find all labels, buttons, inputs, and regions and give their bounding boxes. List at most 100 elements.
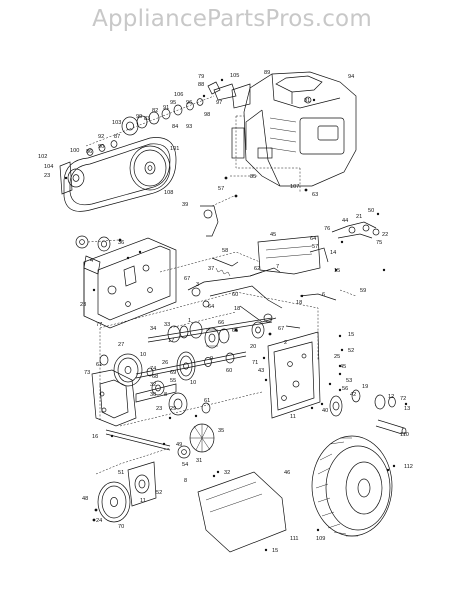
label-107: 107: [290, 184, 299, 190]
label-91: 91: [163, 105, 169, 111]
label-14: 14: [330, 250, 336, 256]
control-lever-group[interactable]: [331, 212, 380, 244]
label-74: 74: [150, 366, 156, 372]
label-95: 95: [170, 100, 176, 106]
label-45-upper: 45: [270, 232, 276, 238]
label-108: 108: [164, 190, 173, 196]
label-37: 37: [208, 266, 214, 272]
label-43: 43: [258, 368, 264, 374]
shift-lever-assembly[interactable]: [187, 257, 357, 329]
wheel-shaft-bracket-left[interactable]: [75, 235, 122, 275]
label-52-b: 52: [156, 490, 162, 496]
label-60-upper: 60: [232, 292, 238, 298]
label-12: 12: [388, 394, 394, 400]
label-6: 6: [322, 292, 325, 298]
label-53: 53: [346, 378, 352, 384]
label-98: 98: [204, 112, 210, 118]
label-111: 111: [290, 536, 299, 542]
engine-assembly[interactable]: [213, 71, 357, 192]
label-49: 49: [176, 442, 182, 448]
label-15-upper: 15: [334, 268, 340, 274]
label-103: 103: [112, 120, 121, 126]
label-31: 31: [196, 458, 202, 464]
label-55: 55: [170, 378, 176, 384]
label-56: 56: [342, 386, 348, 392]
label-75: 75: [376, 240, 382, 246]
label-40: 40: [322, 408, 328, 414]
label-34: 34: [150, 326, 156, 332]
right-frame-plate[interactable]: [262, 331, 321, 419]
label-39: 39: [182, 202, 188, 208]
label-72: 72: [400, 396, 406, 402]
drive-gear-and-wheel[interactable]: [99, 353, 211, 416]
label-86: 86: [86, 149, 92, 155]
label-45-mid: 45: [340, 364, 346, 370]
idler-bracket-39[interactable]: [200, 194, 238, 237]
label-97: 97: [216, 100, 222, 106]
label-73: 73: [84, 370, 90, 376]
label-30: 30: [150, 392, 156, 398]
hex-shaft-friction-disc[interactable]: [135, 351, 247, 381]
label-66: 66: [218, 320, 224, 326]
label-67-lower: 67: [278, 326, 284, 332]
label-61-b: 61: [204, 398, 210, 404]
label-25: 25: [334, 354, 340, 360]
left-frame-plate[interactable]: [83, 237, 177, 329]
wheel-axle-hub[interactable]: [320, 389, 408, 435]
label-64-upper: 64: [310, 236, 316, 242]
label-99: 99: [136, 114, 142, 120]
label-104: 104: [44, 164, 53, 170]
label-2: 2: [284, 340, 287, 346]
drive-pulley-belt-assembly[interactable]: [59, 78, 224, 212]
label-58: 58: [222, 248, 228, 254]
label-88: 88: [198, 82, 204, 88]
pulley-70-assembly[interactable]: [92, 447, 171, 523]
label-13: 13: [404, 406, 410, 412]
label-44: 44: [342, 218, 348, 224]
tire-wheel-109[interactable]: [311, 435, 396, 537]
label-90: 90: [98, 144, 104, 150]
label-50: 50: [368, 208, 374, 214]
label-85: 85: [250, 174, 256, 180]
fastener-bolts: [92, 268, 386, 478]
label-23-top: 23: [44, 173, 50, 179]
label-4: 4: [90, 258, 93, 264]
label-109: 109: [316, 536, 325, 542]
label-10-a: 10: [140, 352, 146, 358]
impeller-shaft-16[interactable]: [105, 429, 171, 451]
label-11-lower: 11: [140, 498, 146, 504]
label-8-upper: 8: [164, 392, 167, 398]
chute-bracket-45[interactable]: [257, 235, 338, 275]
label-70: 70: [118, 524, 124, 530]
label-62: 62: [254, 266, 260, 272]
label-10-b: 10: [190, 380, 196, 386]
label-32-lower: 32: [224, 470, 230, 476]
label-36: 36: [118, 240, 124, 246]
label-76: 76: [324, 226, 330, 232]
label-96: 96: [186, 100, 192, 106]
side-plate-73[interactable]: [91, 369, 137, 427]
label-100: 100: [70, 148, 79, 154]
label-17: 17: [168, 338, 174, 344]
label-101: 101: [170, 146, 179, 152]
label-42: 42: [350, 392, 356, 398]
gear-shaft-assembly[interactable]: [147, 317, 273, 349]
label-18-b: 18: [296, 300, 302, 306]
label-19: 19: [362, 384, 368, 390]
label-20: 20: [250, 344, 256, 350]
gear-cover-35[interactable]: [177, 423, 220, 474]
label-29: 29: [170, 406, 176, 412]
label-63: 63: [312, 192, 318, 198]
bottom-shield-46[interactable]: [197, 471, 287, 553]
label-84: 84: [172, 124, 178, 130]
label-26: 26: [162, 360, 168, 366]
label-18-a: 18: [234, 306, 240, 312]
label-16: 16: [92, 434, 98, 440]
watermark-text: AppliancePartsPros.com: [92, 6, 372, 32]
label-68: 68: [152, 374, 158, 380]
label-22: 22: [382, 232, 388, 238]
label-92: 92: [98, 134, 104, 140]
label-54: 54: [182, 462, 188, 468]
